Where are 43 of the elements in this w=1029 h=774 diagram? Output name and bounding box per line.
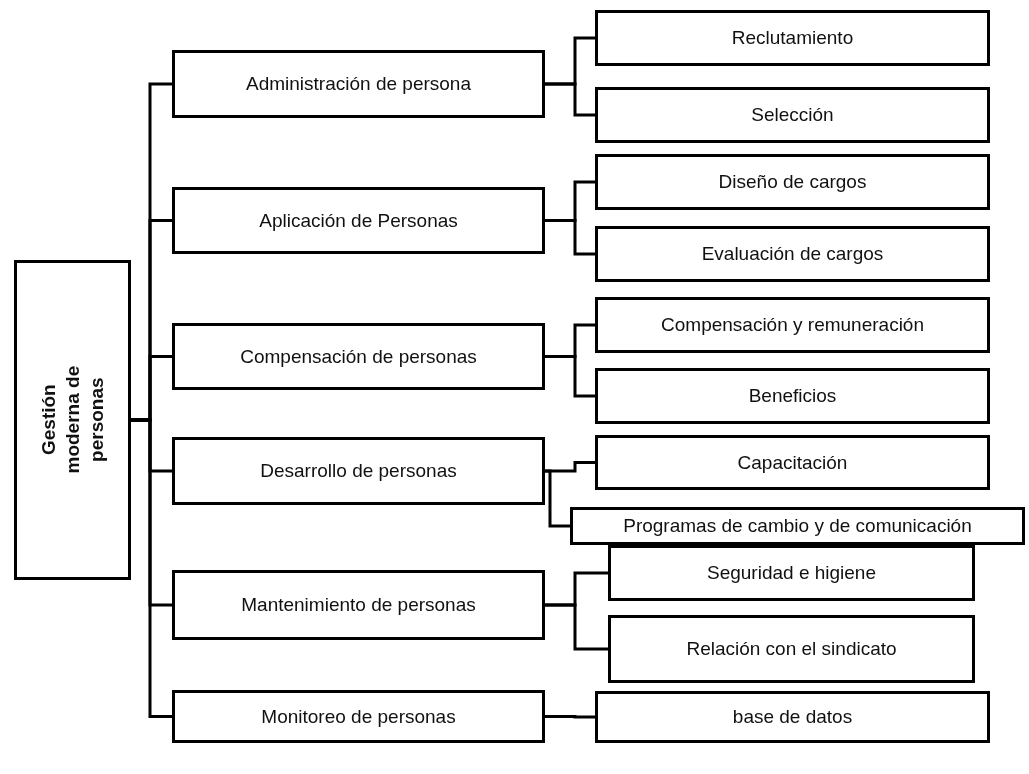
process-box <box>595 297 990 353</box>
process-box <box>595 435 990 490</box>
box-label: Aplicación de Personas <box>259 209 458 232</box>
process-box <box>595 691 990 743</box>
process-box <box>172 50 545 118</box>
connector-line <box>545 603 608 651</box>
box-label: Monitoreo de personas <box>261 705 456 728</box>
process-box <box>172 323 545 390</box>
box-label: Beneficios <box>748 385 837 407</box>
box-label: Evaluación de cargos <box>701 243 884 265</box>
box-label: Capacitación <box>737 451 848 474</box>
root-title: Gestión moderna de personas <box>36 365 108 476</box>
connector-line <box>545 219 595 256</box>
connector-line <box>545 715 595 719</box>
box-label: Mantenimiento de personas <box>241 594 476 616</box>
process-box <box>595 154 990 210</box>
process-box <box>570 507 1025 545</box>
process-box <box>595 10 990 66</box>
box-label: Compensación de personas <box>240 345 477 368</box>
box-label: Programas de cambio y de comunicación <box>623 515 972 537</box>
process-box <box>172 570 545 640</box>
process-box <box>595 226 990 282</box>
process-box <box>595 368 990 424</box>
connector-line <box>545 469 570 528</box>
process-box <box>608 545 975 601</box>
process-box <box>172 690 545 743</box>
box-label: Compensación y remuneración <box>661 314 924 336</box>
connector-line <box>545 82 595 117</box>
box-label: Desarrollo de personas <box>260 460 457 482</box>
root-box <box>14 260 131 580</box>
process-box <box>172 187 545 254</box>
connector-line <box>131 418 172 718</box>
box-label: Administración de persona <box>246 73 471 95</box>
box-label: Relación con el sindicato <box>686 638 897 660</box>
box-label: Diseño de cargos <box>718 171 867 193</box>
box-label: Selección <box>751 104 834 126</box>
box-label: Reclutamiento <box>731 27 854 49</box>
process-box <box>172 437 545 505</box>
box-label: Seguridad e higiene <box>707 562 876 584</box>
box-label: base de datos <box>732 706 853 728</box>
process-box <box>608 615 975 683</box>
process-box <box>595 87 990 143</box>
connector-line <box>545 355 595 398</box>
